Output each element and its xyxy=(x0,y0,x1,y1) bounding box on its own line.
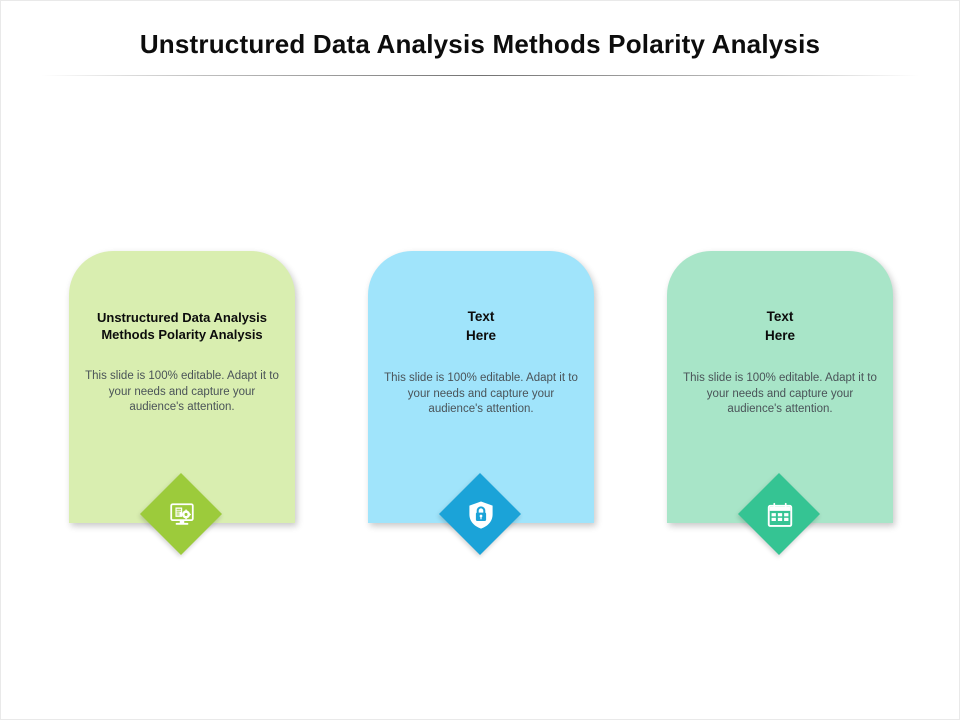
card-1-heading-line1: Unstructured Data Analysis xyxy=(96,310,267,325)
card-2-heading-line2: Here xyxy=(465,328,497,343)
card-2-heading-line1: Text xyxy=(467,309,495,324)
card-3-heading-line2: Here xyxy=(764,328,796,343)
card-2-heading: Text Here xyxy=(376,307,586,345)
card-1-description: This slide is 100% editable. Adapt it to… xyxy=(85,370,279,413)
card-3-heading: Text Here xyxy=(675,307,885,345)
card-2-badge[interactable] xyxy=(438,472,522,556)
shield-lock-icon xyxy=(440,474,522,556)
cards-row: Unstructured Data Analysis Methods Polar… xyxy=(1,251,959,581)
card-1-heading-line2: Methods Polarity Analysis xyxy=(101,327,263,342)
card-3-badge[interactable] xyxy=(737,472,821,556)
calendar-icon xyxy=(739,474,821,556)
card-2-description: This slide is 100% editable. Adapt it to… xyxy=(384,372,578,415)
card-1-badge[interactable] xyxy=(139,472,223,556)
card-3-description: This slide is 100% editable. Adapt it to… xyxy=(683,372,877,415)
card-3[interactable]: Text Here This slide is 100% editable. A… xyxy=(667,251,893,581)
card-3-heading-line1: Text xyxy=(766,309,794,324)
header-divider xyxy=(41,75,919,76)
card-1[interactable]: Unstructured Data Analysis Methods Polar… xyxy=(69,251,295,581)
card-1-heading: Unstructured Data Analysis Methods Polar… xyxy=(77,309,287,343)
page-title: Unstructured Data Analysis Methods Polar… xyxy=(139,29,821,59)
monitor-report-gear-icon xyxy=(141,474,223,556)
card-2[interactable]: Text Here This slide is 100% editable. A… xyxy=(368,251,594,581)
slide-header: Unstructured Data Analysis Methods Polar… xyxy=(1,1,959,79)
